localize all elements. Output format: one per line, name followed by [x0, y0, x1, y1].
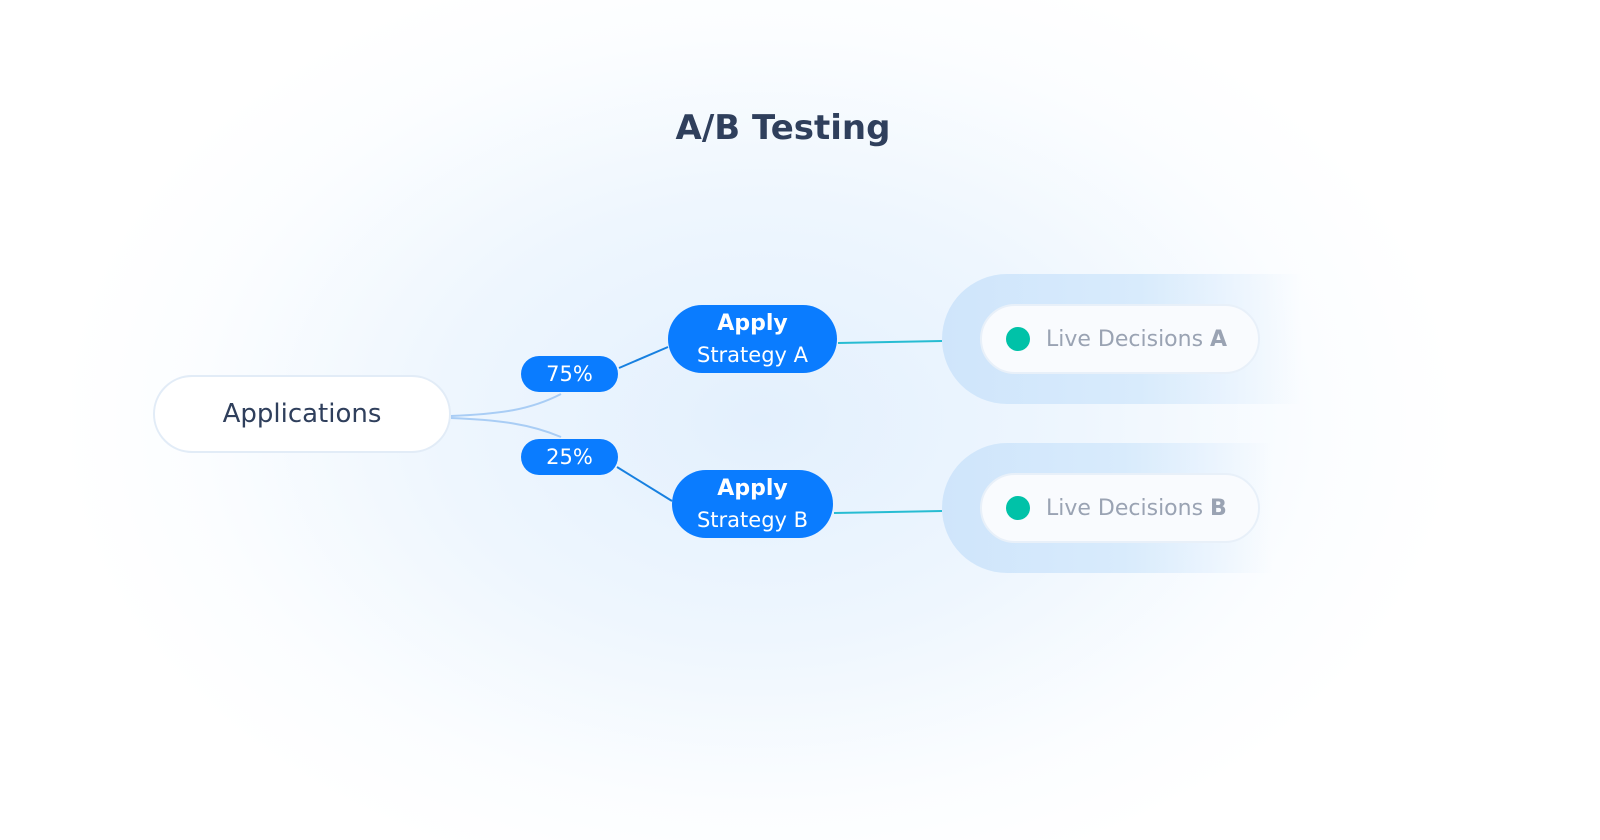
output-suffix: A: [1210, 326, 1228, 352]
status-dot-icon: [1006, 496, 1030, 520]
strategy-title: Apply: [717, 475, 788, 501]
diagram-title: A/B Testing: [675, 108, 891, 148]
output-suffix: B: [1210, 495, 1227, 521]
split-label: 75%: [546, 362, 593, 386]
strategy-b-node: Apply Strategy B: [672, 470, 833, 538]
status-dot-icon: [1006, 327, 1030, 351]
connector-25-strategy-b: [616, 466, 673, 502]
split-75-badge: 75%: [521, 356, 618, 392]
strategy-a-node: Apply Strategy A: [668, 305, 837, 373]
strategy-title: Apply: [717, 310, 788, 336]
strategy-name: Strategy B: [696, 507, 809, 532]
output-label: Live Decisions: [1046, 326, 1204, 352]
split-label: 25%: [546, 445, 593, 469]
connector-apps-75: [450, 393, 562, 417]
applications-node: Applications: [153, 375, 451, 453]
split-25-badge: 25%: [521, 439, 618, 475]
connector-75-strategy-a: [618, 346, 669, 369]
connector-strategy-b-output: [833, 510, 943, 514]
connector-apps-25: [450, 417, 562, 438]
strategy-name: Strategy A: [696, 342, 809, 367]
applications-label: Applications: [222, 399, 382, 429]
output-label: Live Decisions: [1046, 495, 1204, 521]
connector-strategy-a-output: [837, 340, 943, 344]
